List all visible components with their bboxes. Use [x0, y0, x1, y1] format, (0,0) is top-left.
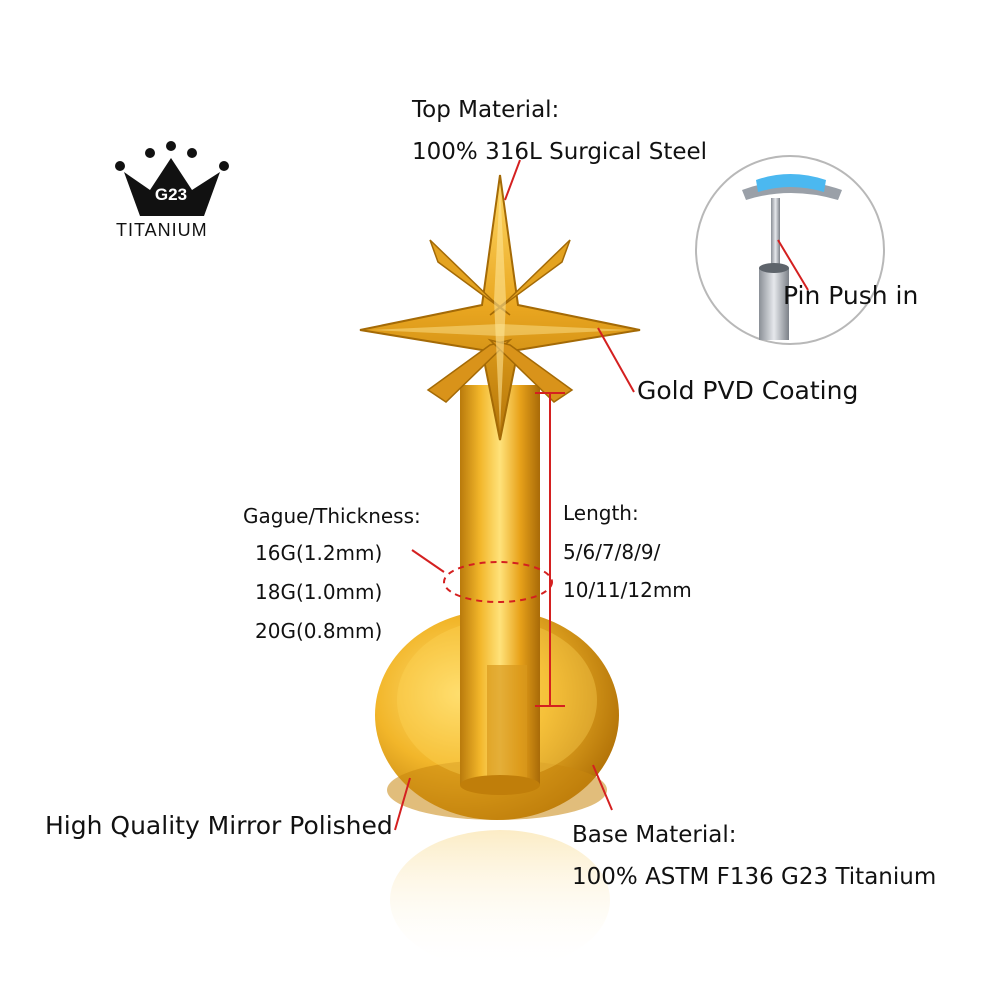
top-material-value: 100% 316L Surgical Steel: [412, 139, 708, 165]
callout-lines: [394, 159, 635, 831]
coating-label: Gold PVD Coating: [637, 376, 859, 405]
badge-grade: G23: [155, 185, 187, 204]
length-title: Length:: [563, 501, 639, 525]
gauge-option-16g: 16G(1.2mm): [255, 541, 383, 565]
gauge-option-18g: 18G(1.0mm): [255, 580, 383, 604]
length-line-2: 10/11/12mm: [563, 578, 692, 602]
shaft: [460, 385, 540, 795]
star-top-icon: [359, 174, 641, 441]
pin-detail-icon: [695, 155, 885, 345]
polish-label: High Quality Mirror Polished: [45, 811, 393, 840]
top-material-title: Top Material:: [412, 97, 560, 123]
badge-material: TITANIUM: [116, 220, 208, 240]
gauge-title: Gague/Thickness:: [243, 504, 421, 528]
base-material-title: Base Material:: [572, 822, 737, 848]
pin-push-label: Pin Push in: [783, 281, 919, 310]
base-reflection: [390, 830, 610, 970]
crown-icon: G23: [115, 141, 229, 216]
length-line-1: 5/6/7/8/9/: [563, 540, 661, 564]
base-material-value: 100% ASTM F136 G23 Titanium: [572, 864, 937, 890]
gauge-option-20g: 20G(0.8mm): [255, 619, 383, 643]
